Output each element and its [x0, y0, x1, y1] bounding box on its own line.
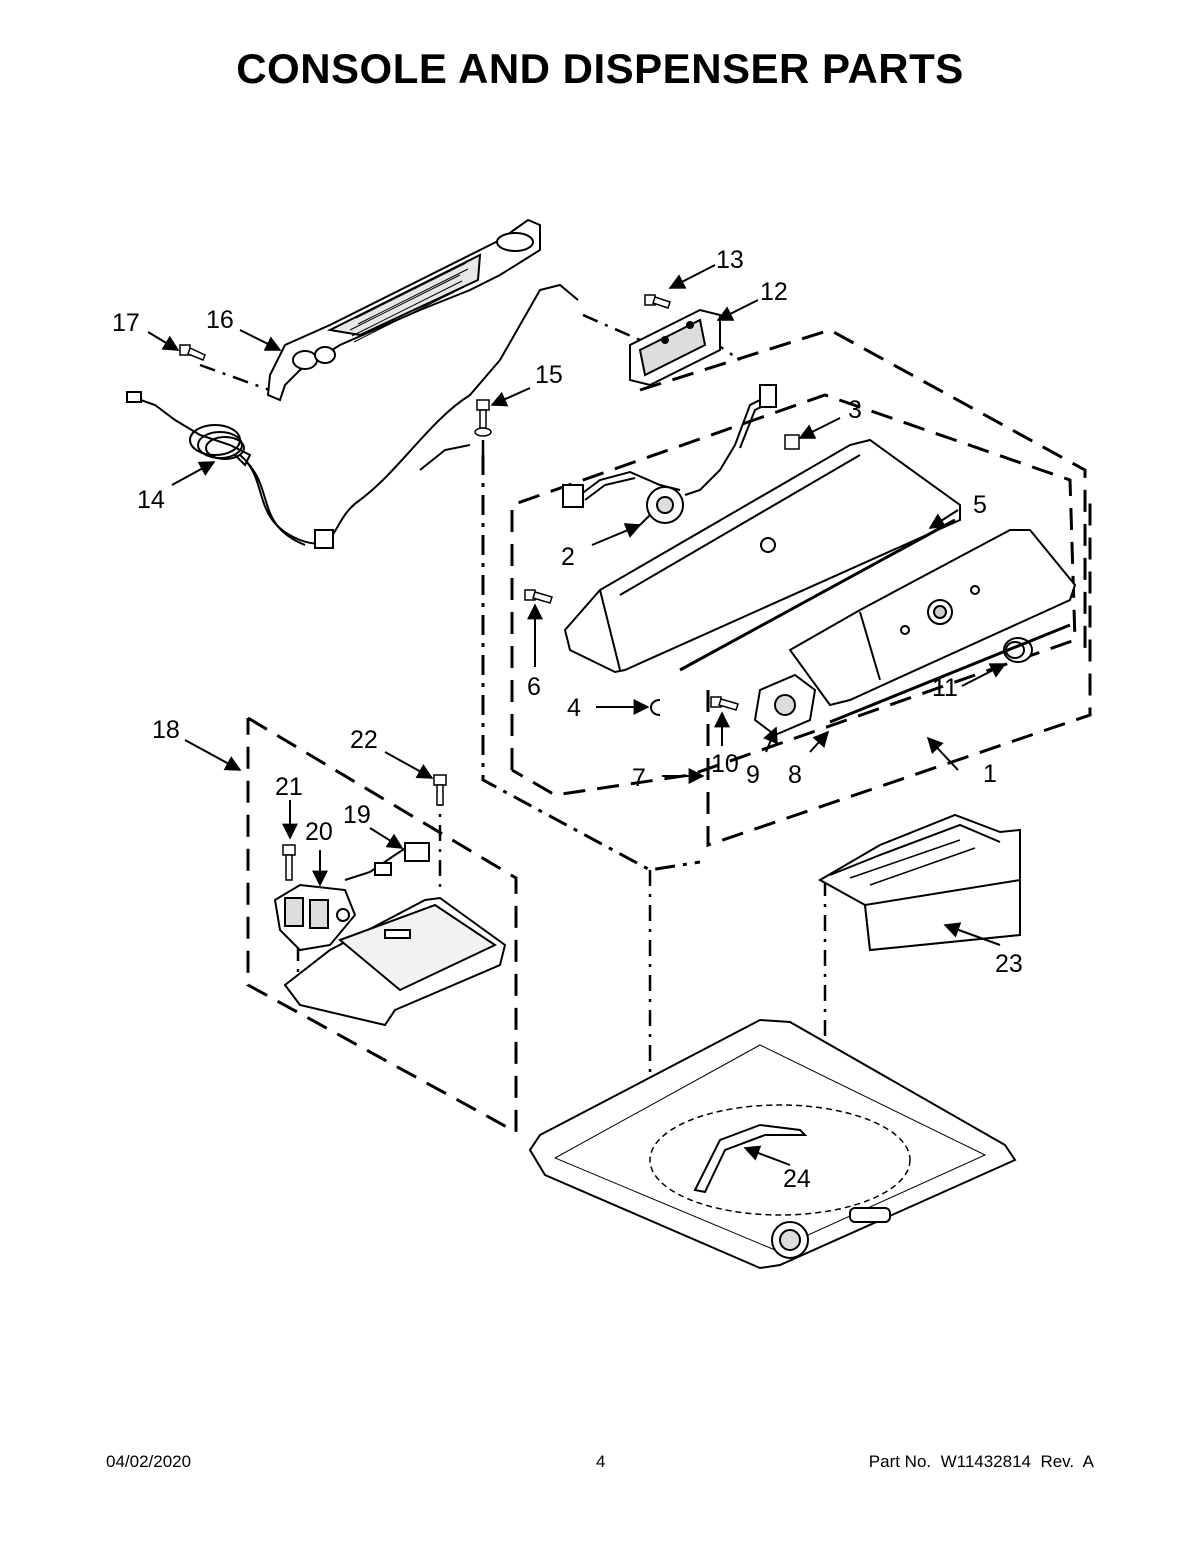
callout-22: 22	[350, 726, 378, 754]
console-front-panel	[788, 529, 1077, 707]
part-19-harness	[344, 842, 430, 881]
part-22-screw	[433, 774, 447, 806]
callout-1: 1	[983, 760, 997, 788]
callout-labels: 1 2 3 4 5 6 7 8 9 10 11 12 13 14 15 16 1…	[112, 246, 1023, 1193]
callout-21: 21	[275, 773, 303, 801]
footer-page-number: 4	[596, 1452, 606, 1471]
callout-9: 9	[746, 761, 760, 789]
callout-5: 5	[973, 491, 987, 519]
part-5-trim-strip	[679, 518, 956, 672]
dispenser-housing	[283, 896, 507, 1027]
callout-24: 24	[783, 1165, 811, 1193]
console-housing	[563, 438, 961, 674]
callout-20: 20	[305, 818, 333, 846]
part-20-water-valve	[273, 883, 357, 952]
callout-8: 8	[788, 761, 802, 789]
page-title: CONSOLE AND DISPENSER PARTS	[236, 45, 964, 92]
part-9-switch	[753, 673, 817, 737]
callout-7: 7	[632, 764, 646, 792]
callout-16: 16	[206, 306, 234, 334]
part-4-clip	[650, 699, 661, 716]
part-17-screw	[179, 344, 206, 361]
part-12-control-board	[629, 308, 721, 387]
callout-2: 2	[561, 543, 575, 571]
callout-17: 17	[112, 309, 140, 337]
part-16-console-back	[266, 218, 541, 402]
part-21-screw	[282, 844, 296, 881]
assembly-box-valve	[246, 716, 518, 1135]
part-15-screw	[474, 399, 492, 437]
callout-10: 10	[711, 750, 739, 778]
callout-leaders	[147, 264, 1007, 1166]
footer-date: 04/02/2020	[106, 1452, 192, 1471]
callout-12: 12	[760, 278, 788, 306]
callout-6: 6	[527, 673, 541, 701]
callout-3: 3	[848, 396, 862, 424]
part-13-screw	[644, 294, 671, 309]
part-6-screw	[524, 589, 553, 604]
callout-19: 19	[343, 801, 371, 829]
part-2-harness	[562, 384, 777, 526]
part-23-dispenser-drawer	[817, 813, 1021, 952]
callout-18: 18	[152, 716, 180, 744]
cabinet-top	[528, 1018, 1017, 1270]
callout-23: 23	[995, 950, 1023, 978]
callout-4: 4	[567, 694, 581, 722]
callout-14: 14	[137, 486, 165, 514]
callout-15: 15	[535, 361, 563, 389]
part-24-bracket	[693, 1123, 808, 1194]
part-14-power-cord	[126, 283, 579, 549]
callout-13: 13	[716, 246, 744, 274]
footer-part-number: Part No. W11432814 Rev. A	[868, 1452, 1094, 1471]
part-8-light-pipe	[829, 623, 1071, 724]
callout-11: 11	[932, 674, 958, 702]
part-3-clip	[784, 434, 800, 450]
part-10-screw	[710, 696, 739, 711]
